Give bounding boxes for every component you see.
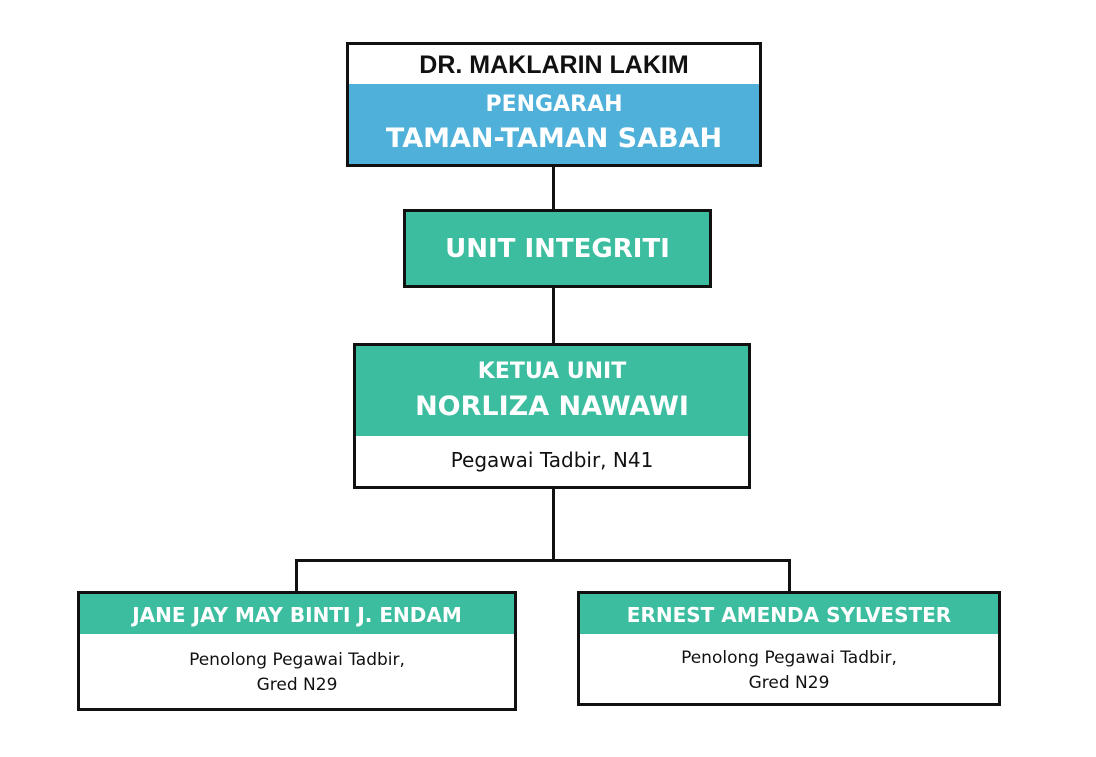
staff-position: Penolong Pegawai Tadbir, Gred N29 bbox=[580, 634, 998, 703]
unit-name: UNIT INTEGRITI bbox=[445, 233, 670, 264]
staff-position-line2: Gred N29 bbox=[748, 673, 830, 693]
connector-line bbox=[552, 287, 555, 344]
connector-line bbox=[552, 166, 555, 210]
staff-box: ERNEST AMENDA SYLVESTER Penolong Pegawai… bbox=[577, 591, 1001, 706]
staff-box: JANE JAY MAY BINTI J. ENDAM Penolong Peg… bbox=[77, 591, 517, 711]
connector-line bbox=[295, 559, 298, 593]
director-box: DR. MAKLARIN LAKIM PENGARAH TAMAN-TAMAN … bbox=[346, 42, 762, 167]
director-title-line1: PENGARAH bbox=[485, 92, 623, 117]
unit-box: UNIT INTEGRITI bbox=[403, 209, 712, 288]
director-title-line2: TAMAN-TAMAN SABAH bbox=[385, 123, 723, 154]
staff-position-line1: Penolong Pegawai Tadbir, bbox=[681, 648, 897, 668]
connector-line bbox=[295, 559, 791, 562]
staff-position: Penolong Pegawai Tadbir, Gred N29 bbox=[80, 634, 514, 708]
head-role: KETUA UNIT bbox=[477, 359, 627, 384]
head-name: NORLIZA NAWAWI bbox=[415, 391, 689, 422]
head-box: KETUA UNIT NORLIZA NAWAWI Pegawai Tadbir… bbox=[353, 343, 751, 489]
staff-position-line1: Penolong Pegawai Tadbir, bbox=[189, 650, 405, 670]
head-position: Pegawai Tadbir, N41 bbox=[450, 448, 654, 472]
staff-name: JANE JAY MAY BINTI J. ENDAM bbox=[80, 594, 514, 634]
director-name: DR. MAKLARIN LAKIM bbox=[419, 51, 689, 79]
staff-position-line2: Gred N29 bbox=[256, 675, 338, 695]
staff-name: ERNEST AMENDA SYLVESTER bbox=[580, 594, 998, 634]
director-title: PENGARAH TAMAN-TAMAN SABAH bbox=[349, 84, 759, 164]
connector-line bbox=[552, 488, 555, 561]
head-header: KETUA UNIT NORLIZA NAWAWI bbox=[356, 346, 748, 436]
connector-line bbox=[788, 559, 791, 593]
